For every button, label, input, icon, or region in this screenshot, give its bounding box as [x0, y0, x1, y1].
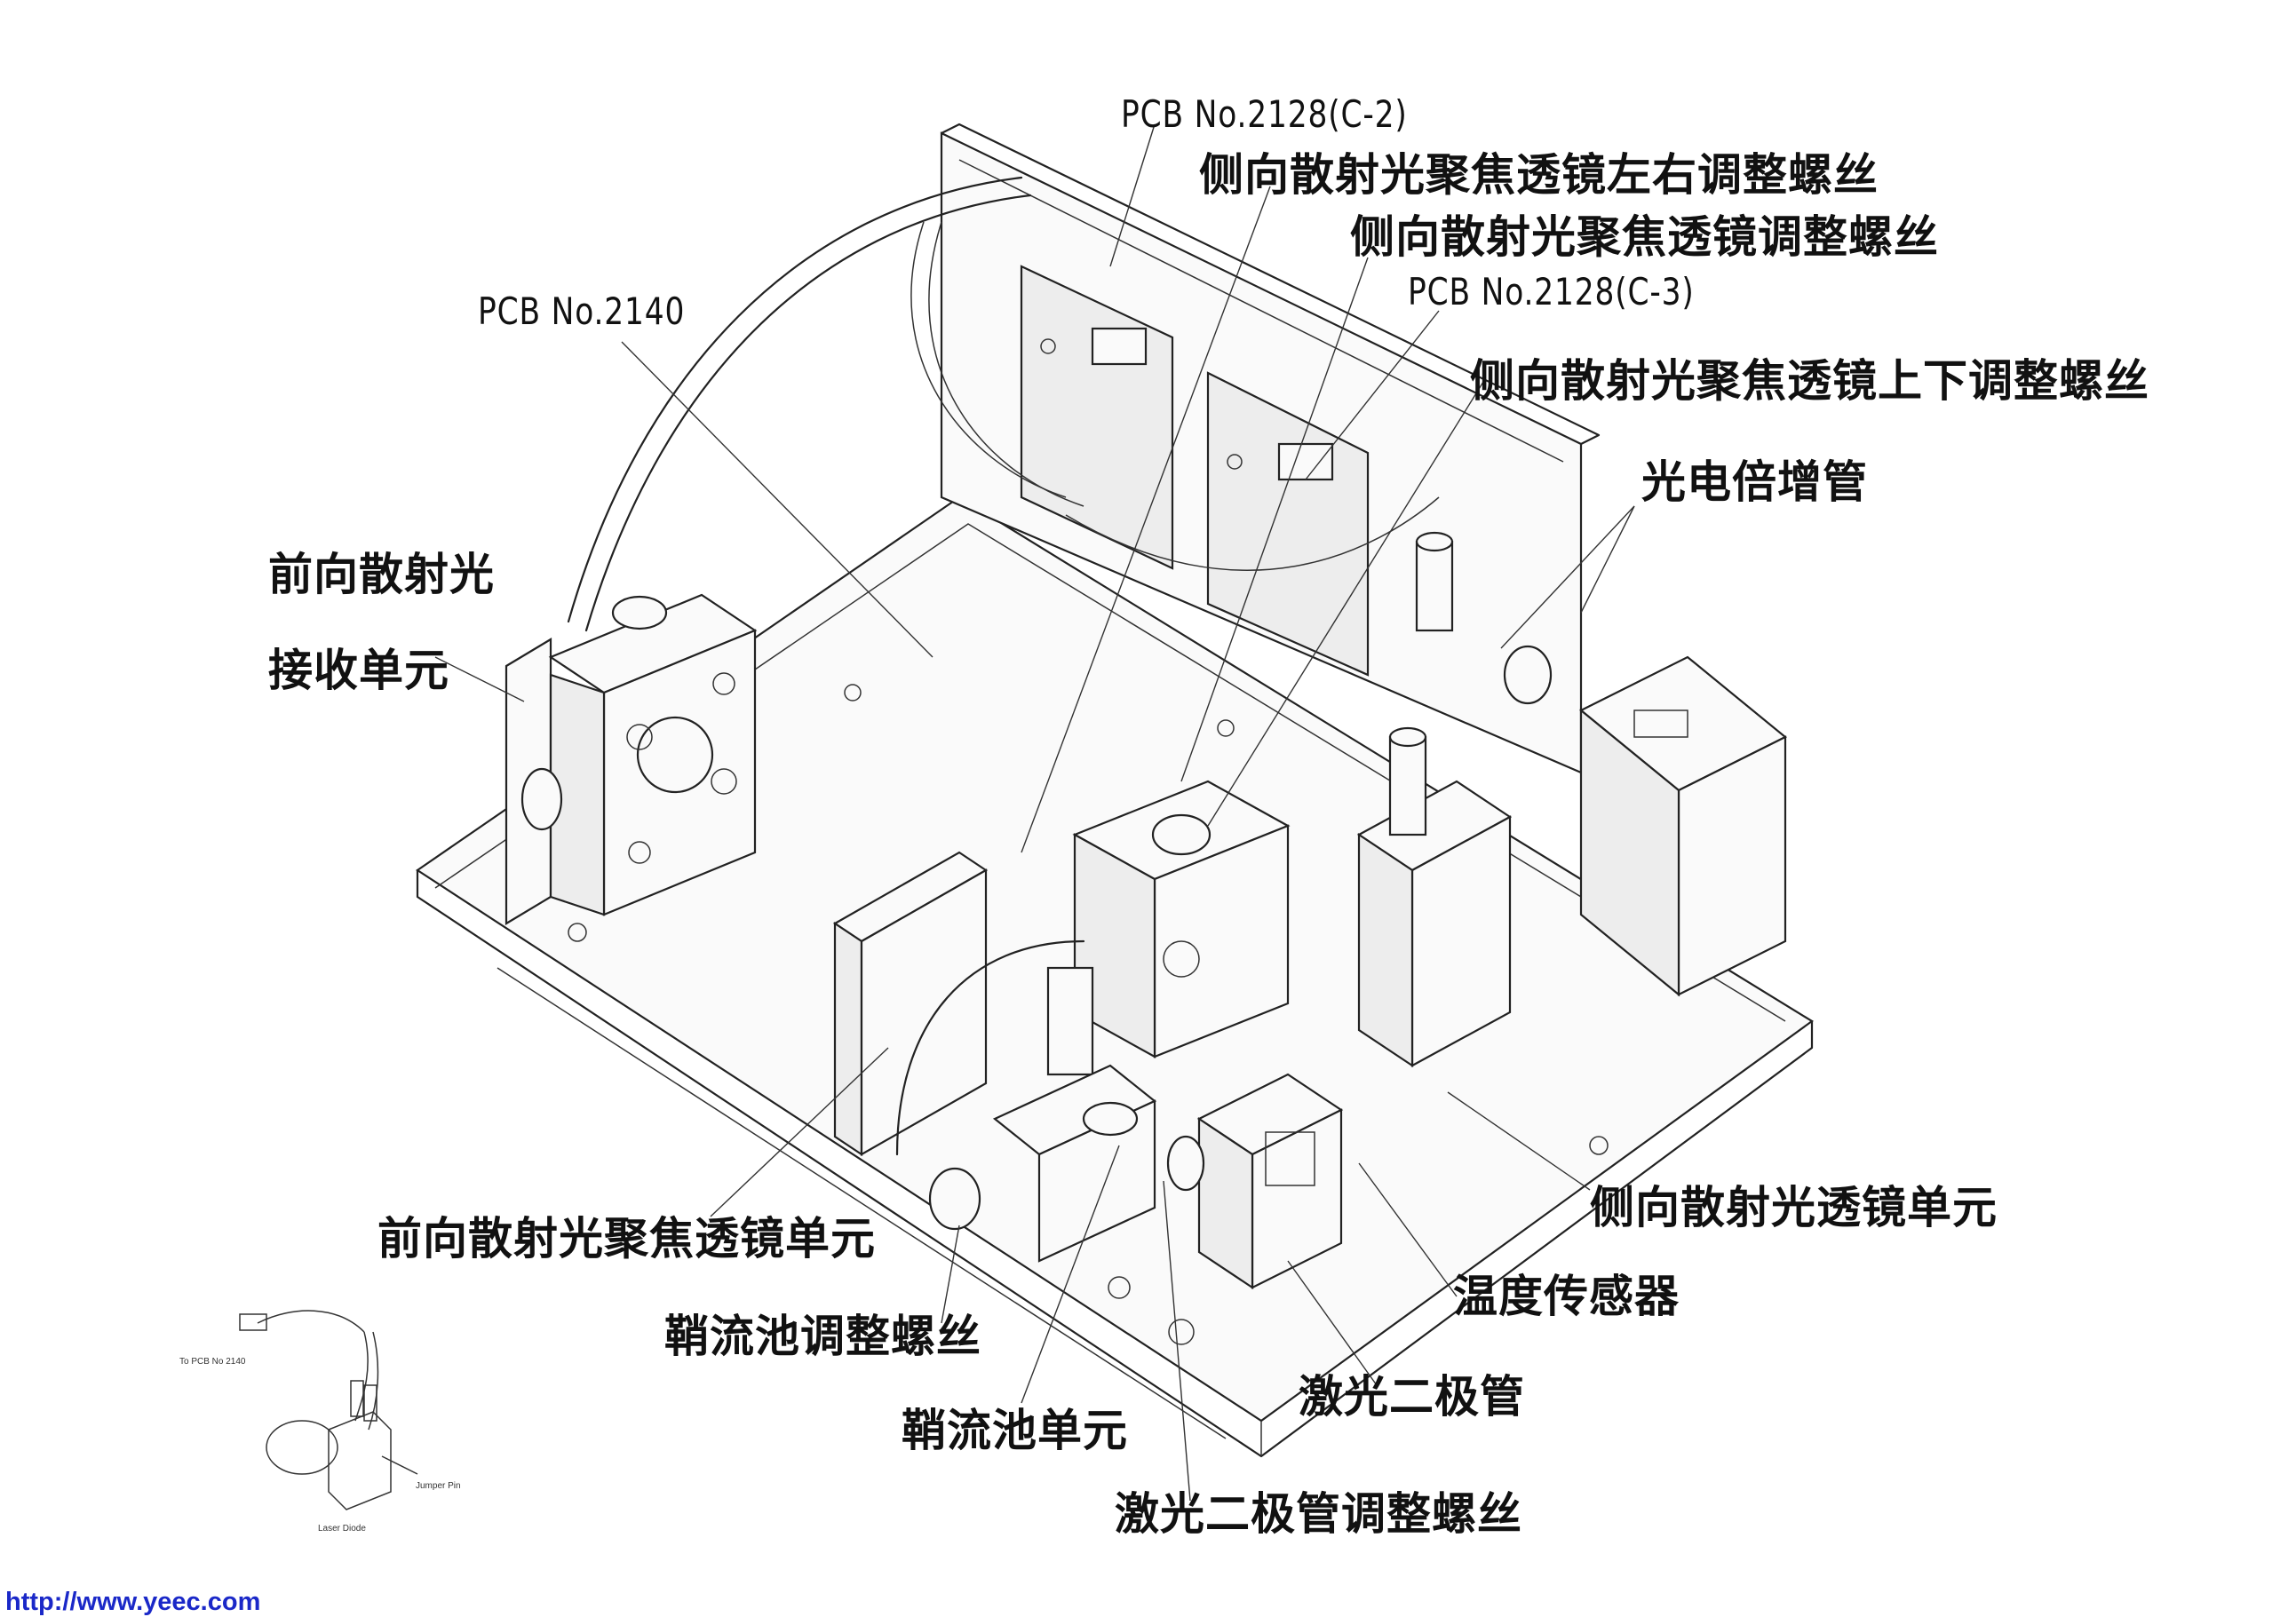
- pcb-boards: [1020, 265, 1370, 677]
- label-pmt: 光电倍增管: [1641, 456, 1868, 508]
- cable-arc: [567, 176, 1440, 632]
- label-side-lens-screw: 侧向散射光聚焦透镜调整螺丝: [1350, 211, 1939, 263]
- leader-lines: [434, 123, 1635, 1502]
- laser-diode-block: [1166, 1073, 1344, 1290]
- base-screws: [568, 684, 1609, 1345]
- label-side-lens-unit: 侧向散射光透镜单元: [1590, 1182, 1998, 1233]
- inset-jumper-pin: Jumper Pin: [416, 1481, 461, 1491]
- inset-laser-diode: Laser Diode: [318, 1524, 366, 1534]
- forward-receiver-block: [504, 593, 758, 925]
- label-laser-screw: 激光二极管调整螺丝: [1115, 1488, 1522, 1540]
- label-temp-sensor: 温度传感器: [1453, 1271, 1680, 1322]
- label-sheath-screw: 鞘流池调整螺丝: [664, 1311, 981, 1362]
- inset-to-pcb: To PCB No 2140: [179, 1357, 246, 1367]
- label-laser-diode: 激光二极管: [1299, 1371, 1525, 1423]
- footer-url[interactable]: http://www.yeec.com: [5, 1588, 261, 1616]
- inset-drawing: [239, 1310, 418, 1510]
- label-pcb-2140: PCB No.2140: [478, 289, 686, 333]
- label-forward-receiver-1: 前向散射光: [268, 549, 495, 600]
- label-side-lens-lr-screw: 侧向散射光聚焦透镜左右调整螺丝: [1199, 149, 1879, 201]
- label-forward-lens-unit: 前向散射光聚焦透镜单元: [377, 1213, 876, 1264]
- side-unit: [1503, 645, 1788, 997]
- pmt-block: [1356, 531, 1513, 1068]
- label-forward-receiver-2: 接收单元: [268, 645, 449, 696]
- flow-cell-assembly: [832, 780, 1291, 1263]
- label-pcb-2128-c3: PCB No.2128(C-3): [1408, 270, 1695, 313]
- label-sheath-unit: 鞘流池单元: [902, 1405, 1128, 1456]
- label-side-lens-ud-screw: 侧向散射光聚焦透镜上下调整螺丝: [1470, 355, 2149, 407]
- label-pcb-2128-c2: PCB No.2128(C-2): [1121, 92, 1408, 136]
